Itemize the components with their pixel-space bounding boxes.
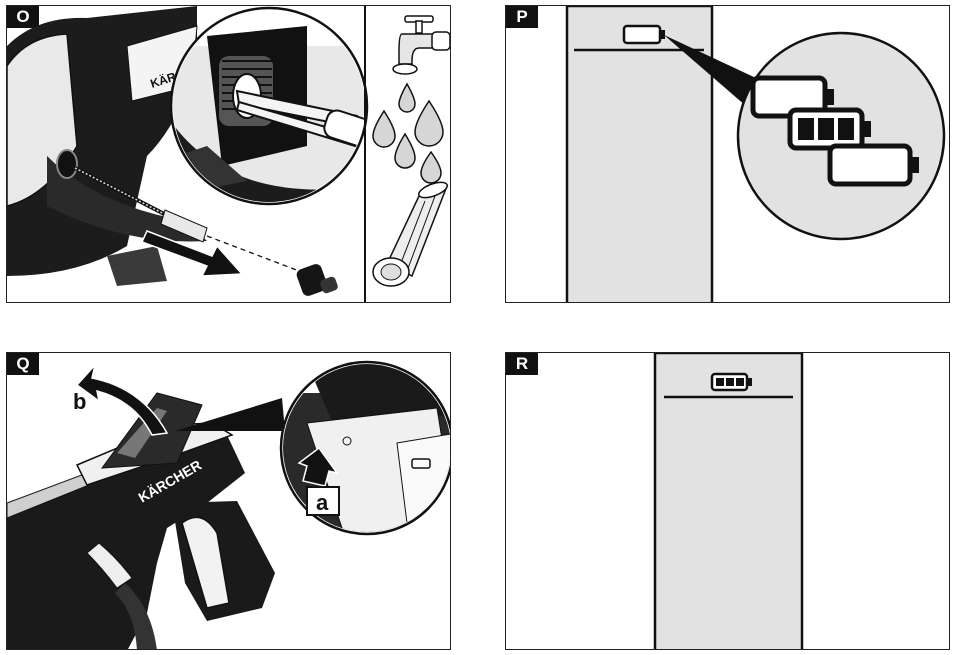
- panel-tag: P: [506, 6, 538, 28]
- label-b: b: [73, 389, 86, 414]
- panel-tag: O: [7, 6, 39, 28]
- panel-tag: R: [506, 353, 538, 375]
- panel-o: O KÄRCHER: [6, 5, 451, 303]
- battery-empty-icon: [622, 24, 665, 45]
- illustration-trigger-gun-battery-release: KÄRCHER b a: [7, 360, 450, 649]
- display-screen: [653, 353, 804, 649]
- water-tap-icon: [392, 15, 450, 75]
- pull-arrow-icon: [140, 230, 244, 277]
- panel-q: Q KÄRCHER b a: [6, 352, 451, 650]
- battery-full-icon: [710, 372, 752, 392]
- illustration-inlet-filter-cleaning: KÄRCHER: [7, 6, 450, 302]
- water-drops-icon: [372, 82, 444, 184]
- panel-p: P: [505, 5, 950, 303]
- panel-r: R: [505, 352, 950, 650]
- label-a: a: [316, 490, 329, 515]
- panel-tag: Q: [7, 353, 39, 375]
- illustration-battery-full-display: [653, 353, 804, 649]
- battery-charging-sequence-icon: [750, 75, 919, 187]
- inlet-filter-icon: [372, 181, 449, 287]
- illustration-battery-charging-display: [565, 6, 946, 302]
- press-arrow-icon: [297, 446, 339, 487]
- lift-arrow-icon: [75, 362, 169, 436]
- hose-connector: [296, 264, 338, 296]
